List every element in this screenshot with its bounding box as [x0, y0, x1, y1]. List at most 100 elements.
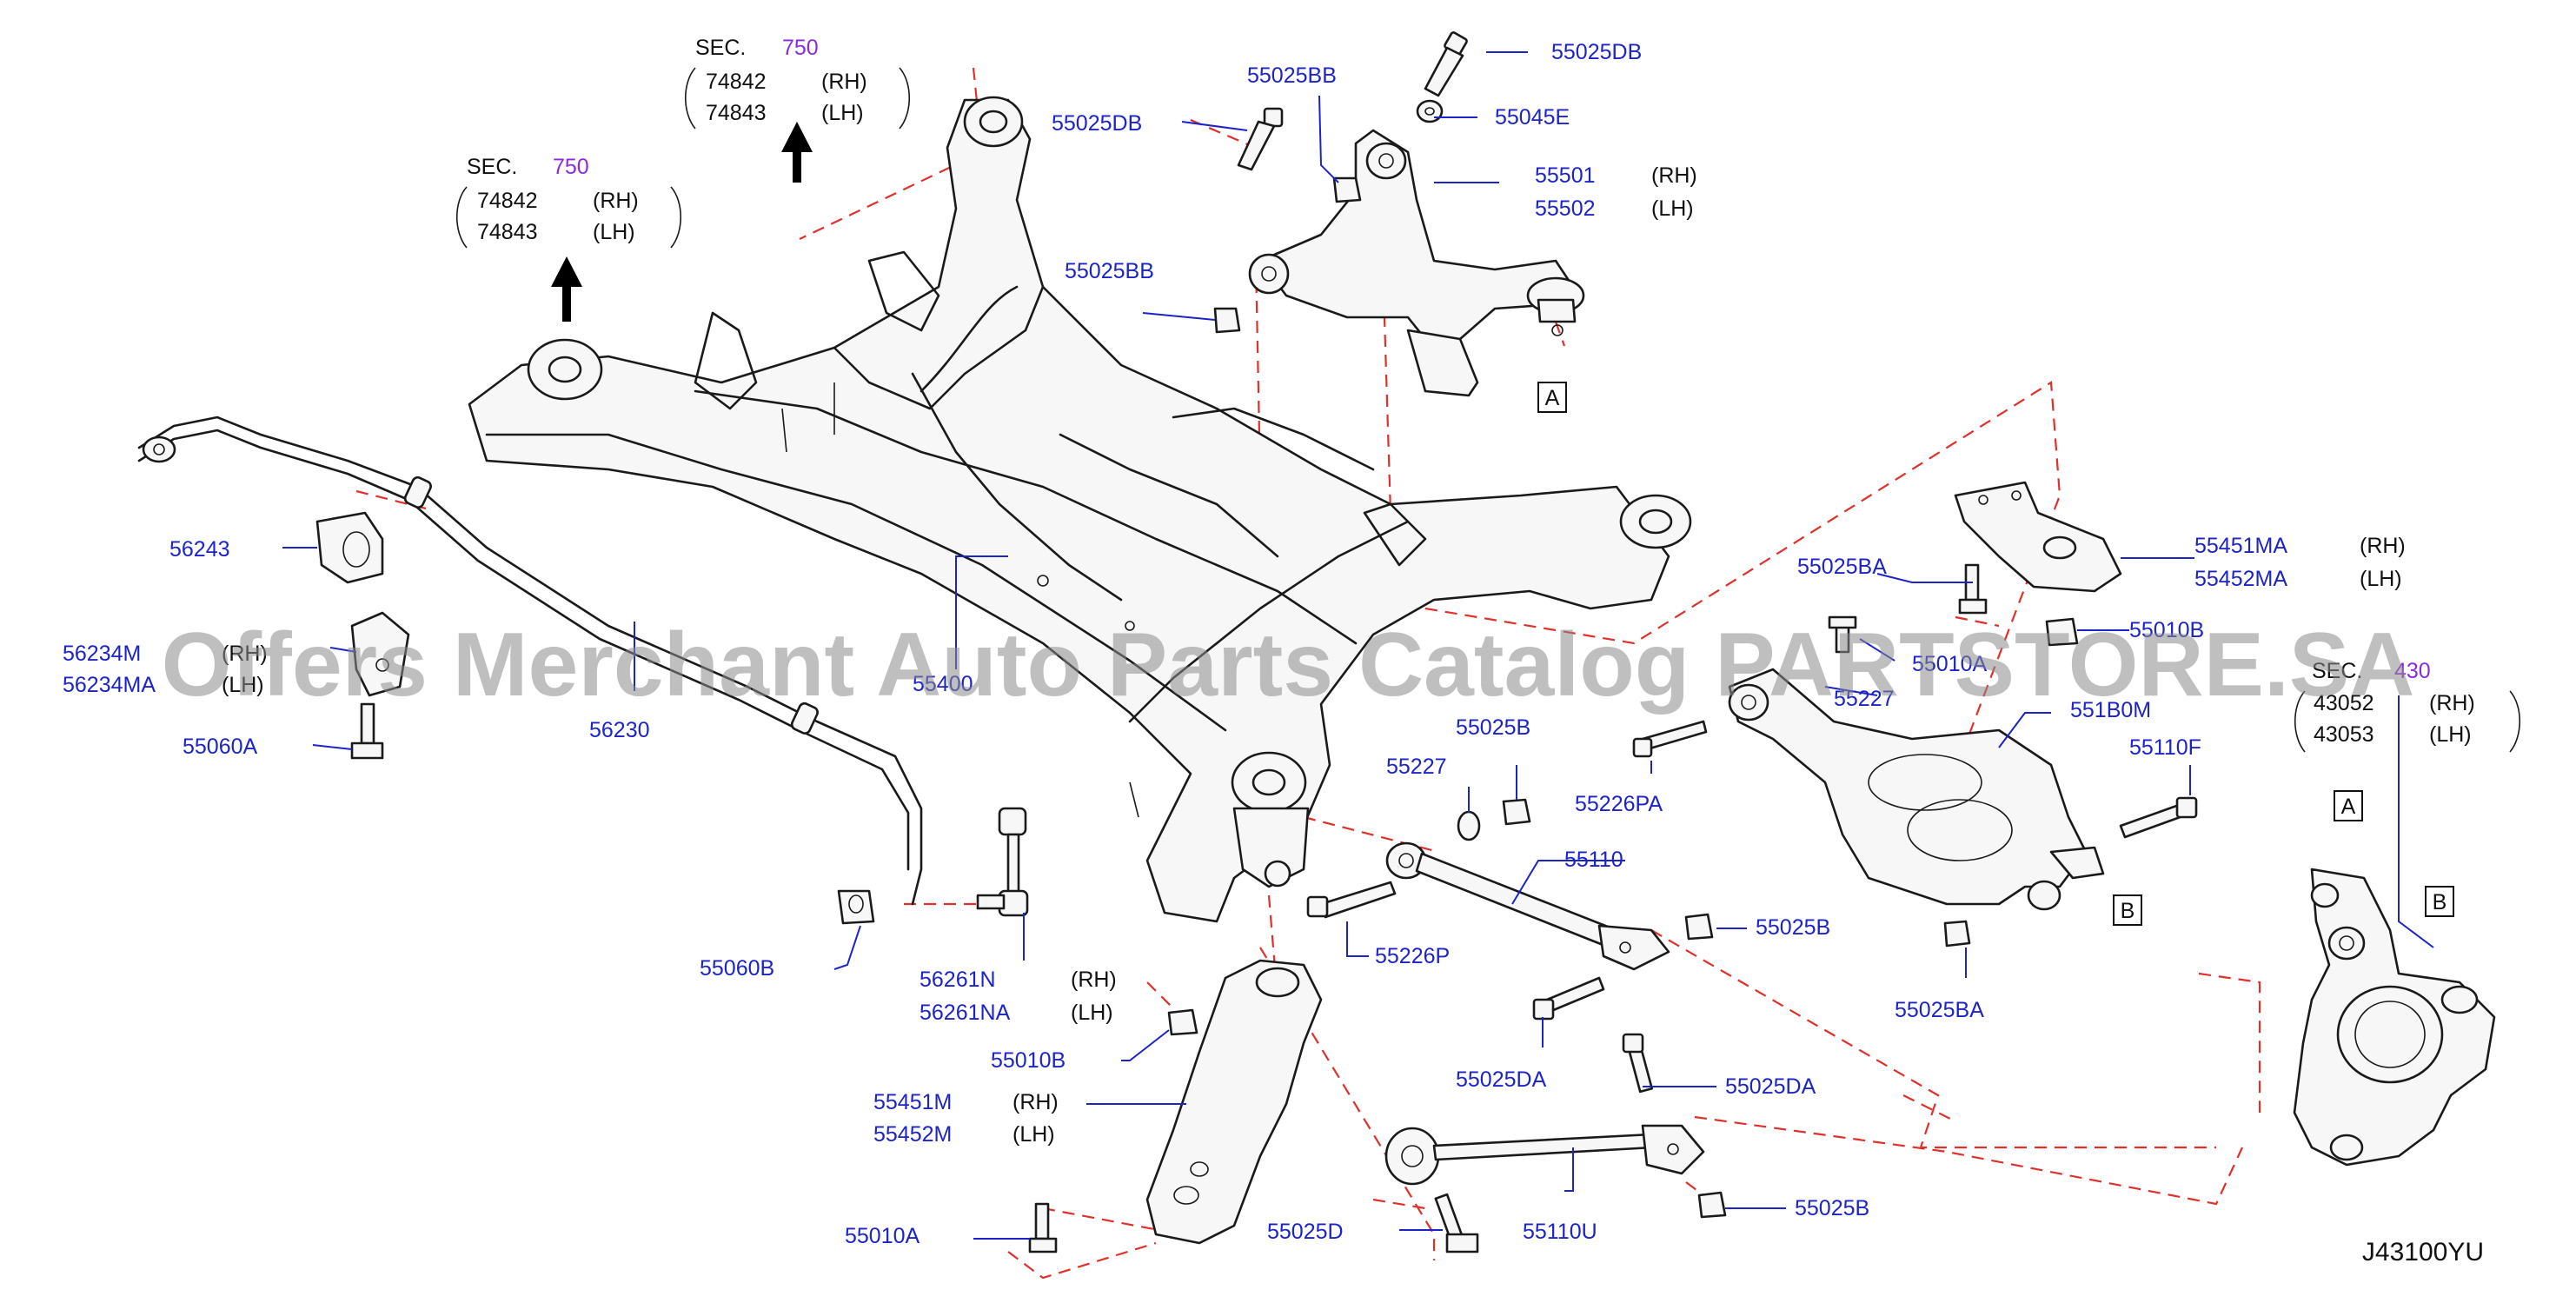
svg-text:(LH): (LH)	[821, 101, 864, 125]
bolt-55025DB-top	[1424, 31, 1468, 97]
svg-text:B: B	[2433, 890, 2447, 914]
bolt-55025BA-upper	[1958, 563, 1988, 615]
label-55110F: 55110F	[2129, 735, 2201, 760]
sec-ref-block-2: SEC. 750 74842 (RH) 74843 (LH)	[455, 155, 682, 249]
rear-knuckle	[2293, 868, 2496, 1167]
diagram-code: J43100YU	[2362, 1238, 2484, 1267]
label-55227-right: 55227	[1834, 687, 1895, 711]
nut-55010B-upper	[2045, 617, 2079, 647]
svg-text:(RH): (RH)	[2360, 534, 2406, 558]
label-56243: 56243	[169, 537, 230, 562]
leader-lines	[282, 51, 2434, 1240]
label-55025B-top: 55025B	[1456, 715, 1530, 740]
label-55060A: 55060A	[183, 735, 258, 759]
svg-text:(LH): (LH)	[222, 673, 264, 697]
bolt-55025DB-left	[1237, 107, 1284, 171]
label-55502: 55502	[1535, 196, 1596, 221]
svg-text:SEC.: SEC.	[2312, 659, 2362, 683]
upper-link-arm	[1248, 129, 1585, 397]
svg-text:74842: 74842	[706, 70, 767, 94]
svg-text:SEC.: SEC.	[695, 36, 746, 60]
svg-text:750: 750	[782, 36, 819, 60]
label-55400: 55400	[913, 672, 973, 696]
label-55025DA-mid: 55025DA	[1456, 1067, 1547, 1092]
label-55025B-lower: 55025B	[1795, 1196, 1869, 1220]
svg-text:(RH): (RH)	[222, 642, 268, 666]
stabilizer-bar	[137, 416, 923, 906]
bolt-55025DA-mid	[1532, 976, 1605, 1021]
watermark-text: Offers Merchant Auto Parts Catalog PARTS…	[162, 615, 2415, 715]
label-56261N: 56261N	[920, 968, 996, 992]
nut-55010B-lower	[1167, 1008, 1198, 1036]
svg-text:(RH): (RH)	[593, 189, 639, 213]
svg-text:74843: 74843	[477, 220, 538, 244]
bolt-55226P	[1306, 881, 1397, 919]
label-55010B-lower: 55010B	[991, 1048, 1066, 1073]
svg-text:(LH): (LH)	[1651, 196, 1694, 221]
ref-box-B-arm: B	[2113, 894, 2142, 926]
svg-text:(LH): (LH)	[1012, 1122, 1055, 1147]
nut-55025B-top	[1502, 798, 1531, 826]
washer-55227	[1457, 810, 1481, 841]
label-55227-left: 55227	[1386, 755, 1447, 779]
svg-text:(RH): (RH)	[2429, 691, 2475, 715]
label-56261NA: 56261NA	[920, 1001, 1011, 1025]
rear-subframe	[468, 96, 1692, 923]
svg-text:(LH): (LH)	[2429, 722, 2472, 747]
svg-text:(LH): (LH)	[1071, 1001, 1113, 1025]
label-55451MA: 55451MA	[2194, 534, 2287, 558]
label-55025BA-upper: 55025BA	[1797, 555, 1887, 579]
label-55110U: 55110U	[1523, 1220, 1597, 1244]
label-55452M: 55452M	[873, 1122, 952, 1147]
sec-ref-block-1: SEC. 750 74842 (RH) 74843 (LH)	[684, 36, 911, 130]
label-55025DA-lower: 55025DA	[1725, 1074, 1816, 1099]
svg-text:(LH): (LH)	[2360, 567, 2402, 591]
label-55010A-lower: 55010A	[845, 1224, 920, 1248]
arrow-up-icon-1	[551, 256, 582, 322]
toe-link-bracket-upper	[1954, 481, 2122, 593]
svg-text:(RH): (RH)	[1012, 1090, 1059, 1114]
label-55451M: 55451M	[873, 1090, 952, 1114]
bolt-55025DA-lower	[1622, 1033, 1654, 1094]
sec-ref-block-3: SEC. 430 43052 (RH) 43053 (LH)	[2294, 659, 2521, 753]
label-55060B: 55060B	[700, 956, 774, 981]
svg-text:(RH): (RH)	[1651, 163, 1697, 188]
nut-55025BA-lower	[1943, 920, 1971, 948]
part-labels: 55025DB 55025BB 55025DB 55045E 55501 (RH…	[63, 40, 2406, 1248]
toe-link-bracket-lower	[1145, 959, 1323, 1245]
bolt-55025D	[1434, 1193, 1479, 1253]
nut-55025BB-lower	[1213, 307, 1241, 334]
svg-text:A: A	[2341, 795, 2356, 819]
ref-box-A-knuckle: A	[2334, 790, 2363, 821]
svg-text:74843: 74843	[706, 101, 767, 125]
label-55226P: 55226P	[1375, 944, 1450, 968]
svg-text:B: B	[2121, 899, 2135, 923]
label-56234M: 56234M	[63, 642, 141, 666]
ref-box-A-upper: A	[1537, 382, 1567, 413]
label-55010B-upper: 55010B	[2129, 618, 2204, 642]
toe-link-rod	[1385, 841, 1670, 971]
nut-55025B-lower	[1697, 1191, 1727, 1219]
svg-text:A: A	[1545, 386, 1560, 410]
nut-55025BB-upper	[1332, 176, 1362, 203]
label-55025BB-top: 55025BB	[1247, 63, 1337, 88]
label-55501: 55501	[1535, 163, 1596, 188]
label-55025BA-lower: 55025BA	[1895, 998, 1984, 1022]
svg-text:43053: 43053	[2314, 722, 2374, 747]
svg-text:(RH): (RH)	[821, 70, 867, 94]
svg-text:74842: 74842	[477, 189, 538, 213]
svg-text:43052: 43052	[2314, 691, 2374, 715]
ref-box-B-knuckle: B	[2425, 886, 2454, 917]
lower-link-arm	[1728, 668, 2105, 911]
svg-text:430: 430	[2394, 659, 2431, 683]
label-55010A-upper: 55010A	[1912, 652, 1988, 676]
bolt-55226PA	[1632, 720, 1708, 758]
bolt-55110F	[2119, 796, 2198, 839]
label-55226PA: 55226PA	[1575, 792, 1663, 816]
label-551B0M: 551B0M	[2070, 698, 2151, 722]
label-55025DB-top: 55025DB	[1551, 40, 1642, 64]
stabilizer-clamp	[350, 611, 410, 697]
nut-55060B	[837, 889, 875, 925]
stabilizer-bushing	[315, 511, 384, 584]
